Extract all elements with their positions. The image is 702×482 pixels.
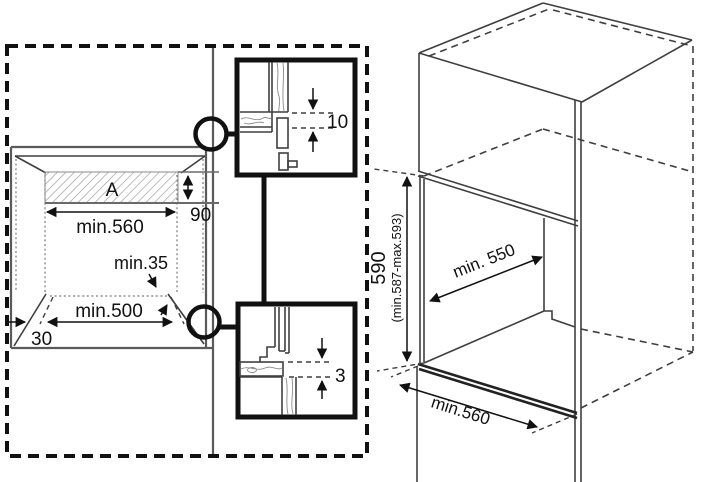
dim-30-label: 30 — [31, 329, 52, 350]
dim-width-top-560: min.560 — [45, 206, 177, 238]
dim-depth-550: min. 550 — [429, 240, 543, 303]
detail-top-gap-label: 10 — [327, 112, 348, 133]
dim-min35-label: min.35 — [114, 253, 168, 273]
tall-cabinet-3d: 590 (min.587-max.593) min. 550 min.560 — [368, 2, 694, 482]
strip-a-label: A — [106, 180, 119, 201]
detail-box-top: 10 — [234, 57, 358, 178]
dim-min560-label: min.560 — [76, 217, 144, 238]
detail-bottom-gap-label: 3 — [335, 366, 346, 387]
dim-width-bottom-500: min.500 — [46, 301, 174, 328]
cabinet-front-view: 90 min.560 min.35 min.500 30 A — [9, 145, 219, 350]
dashed-boundary — [5, 44, 369, 458]
dim-min500-label: min.500 — [75, 301, 143, 322]
dim-90-label: 90 — [190, 205, 211, 226]
callout-circle-bottom — [186, 304, 222, 340]
callout-circle-top — [193, 116, 229, 152]
dim-height-590: 590 (min.587-max.593) — [368, 175, 413, 363]
dim-rear-clearance-35: min.35 — [114, 253, 168, 316]
dim-strip-height-90: 90 — [182, 174, 211, 226]
dim-min560-3d-label: min.560 — [429, 393, 492, 429]
detail-box-bottom: 3 — [235, 301, 358, 420]
dim-590-range-label: (min.587-max.593) — [389, 213, 404, 322]
dim-side-gap-30: 30 — [9, 316, 52, 350]
dim-min550-label: min. 550 — [450, 240, 518, 282]
hatched-strip-a — [44, 171, 219, 204]
dim-width-560-3d: min.560 — [398, 382, 539, 430]
dim-590-label: 590 — [368, 251, 390, 284]
